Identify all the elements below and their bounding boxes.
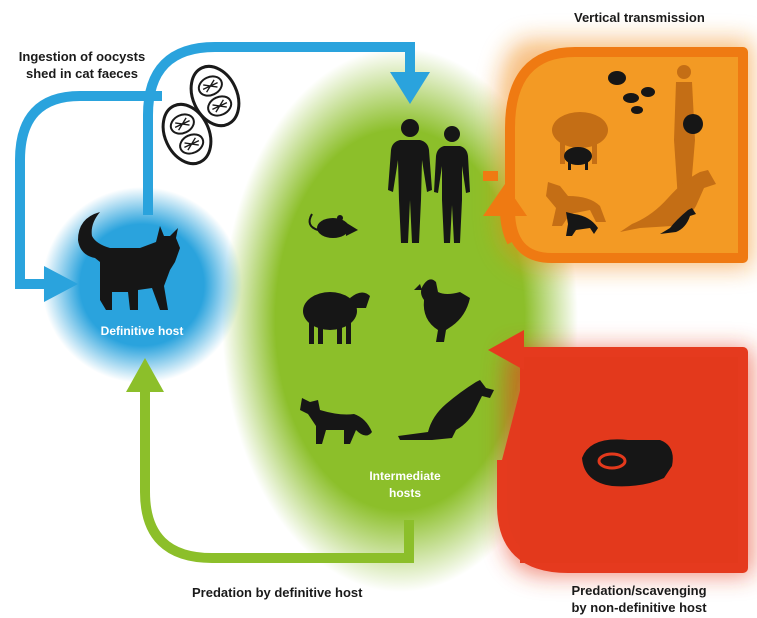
vertical-transmission-label: Vertical transmission xyxy=(574,9,705,26)
ingestion-label-line1: Ingestion of oocysts xyxy=(8,48,156,65)
predation-nondefinitive-label: Predation/scavenging by non-definitive h… xyxy=(555,582,723,616)
definitive-host-label: Definitive host xyxy=(80,323,204,340)
intermediate-hosts-label: Intermediate hosts xyxy=(350,468,460,502)
predation-definitive-label: Predation by definitive host xyxy=(192,584,362,601)
ingestion-label-line2: shed in cat faeces xyxy=(8,65,156,82)
steak-icon xyxy=(582,439,673,486)
predation-nondef-line1: Predation/scavenging xyxy=(555,582,723,599)
intermediate-label-line2: hosts xyxy=(350,485,460,502)
ingestion-label: Ingestion of oocysts shed in cat faeces xyxy=(8,48,156,82)
vertical-transmission-panel xyxy=(510,52,743,258)
intermediate-label-line1: Intermediate xyxy=(350,468,460,485)
predation-nondef-line2: by non-definitive host xyxy=(555,599,723,616)
